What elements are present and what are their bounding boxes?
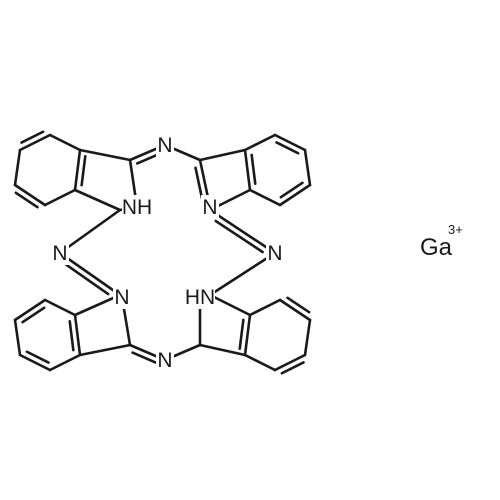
counter-ion-symbol: Ga [420,234,453,261]
atom-mask-pyrrole-upper-left [122,195,152,219]
bond-e6-ph [208,293,252,317]
bond-c6-c1 [243,148,252,192]
bond-pe-mB-double [131,351,160,365]
atom-mask-meso-right [266,241,284,265]
bond-b4-b5-double [14,191,39,209]
bond-c1-pc [198,148,247,162]
bond-d6-d1-double [68,320,75,352]
bond-b4-b5 [13,183,47,207]
bond-b6-b1-double [80,155,87,187]
bond-pd-mR [208,208,277,255]
bond-e5-e6 [248,298,282,317]
atom-mask-pyrrole-upper-right [201,195,219,219]
atom-mask-pyrrole-lower-left [113,285,131,309]
bond-e1-pg [198,343,247,357]
atom-pyrrole-upper-right: N [202,196,217,219]
atom-pyrrole-upper-left: NH [122,196,152,219]
bond-c5-c6 [248,188,282,207]
atom-meso-left: N [52,242,67,265]
bond-b2-b3-double [20,130,45,144]
bond-e4-e5-double [286,296,311,314]
counter-ion: Ga 3+ [420,222,463,261]
atom-meso-top: N [157,134,172,157]
bond-c4-c5 [278,183,312,207]
bond-d1-d2 [48,353,82,372]
bond-e6-e1 [243,313,252,357]
bond-d6-d1 [73,313,82,357]
bond-d2-d3 [18,353,52,372]
atom-mask-meso-bottom [156,348,174,372]
atom-pyrrole-lower-left: N [114,286,129,309]
bond-c2-c3-double [275,141,300,155]
bond-b5-b6 [43,188,77,207]
bond-b1-b2 [48,133,82,152]
bond-e3-e4 [303,318,312,357]
bond-mL-pf [58,251,122,297]
bond-mR-ph [208,251,277,297]
bond-d5-d6 [43,298,77,317]
atom-mask-meso-left [51,241,69,265]
atom-pyrrole-lower-right: HN [185,286,215,309]
bond-d4-d5 [13,298,47,322]
bond-c2-c3 [273,133,307,152]
bond-mL-pf-double [63,262,110,296]
bond-b1-pa [78,148,132,162]
bond-c6-c1-double [250,153,257,185]
bond-d2-d3-double [25,350,50,364]
bond-d6-pf [73,293,122,317]
bond-b2-b3 [18,133,52,152]
bond-e1-e2 [243,353,277,372]
counter-ion-charge: 3+ [448,222,463,237]
bond-c1-c2 [243,133,277,152]
bond-d3-d4 [13,318,22,357]
bond-b6-pb [73,188,122,212]
atom-mask-meso-top [156,133,174,157]
bond-pb-mL [58,208,122,255]
bond-e2-e3-double [280,361,305,375]
bond-d1-pe [78,343,132,357]
atom-meso-bottom: N [157,349,172,372]
atom-meso-right: N [267,242,282,265]
bond-c3-c4 [303,148,312,187]
bond-e4-e5 [278,298,312,322]
bond-c4-c5-double [279,181,304,199]
bond-pd-mR-double [214,219,264,254]
bond-b6-b1 [73,148,82,192]
bond-d4-d5-double [21,306,46,324]
bond-e2-e3 [273,353,307,372]
atom-mask-pyrrole-lower-right [185,285,215,309]
bond-b3-b4 [13,148,22,187]
bond-e6-e1-double [238,318,245,350]
